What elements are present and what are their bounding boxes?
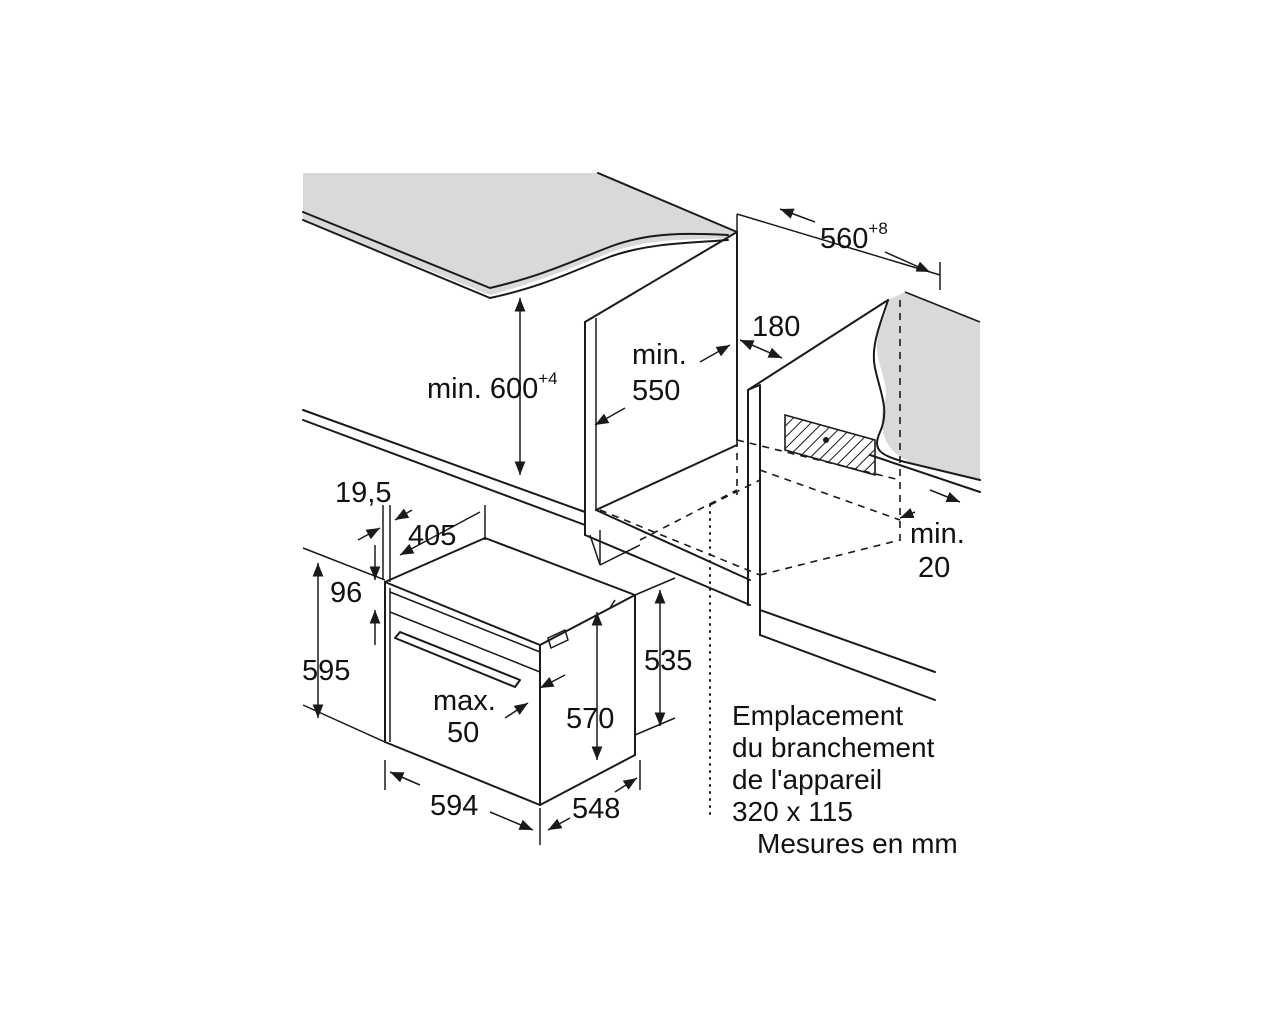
handle-max-label: max. [433,685,496,717]
connection-note-line3: de l'appareil [732,764,882,795]
floor-gap-label: min. [910,518,965,550]
worktop-right [869,291,981,493]
niche-cabinet [302,231,936,701]
niche-height-label: min. 600+4 [427,369,558,405]
total-height-label: 595 [302,655,350,687]
side-height-label: 535 [644,645,692,677]
connection-note-line1: Emplacement [732,700,903,731]
depth-min-label: min. [632,339,687,371]
dimension-lines [302,208,961,845]
top-offset-label: 96 [330,577,362,609]
total-width-label: 594 [430,790,478,822]
rear-gap-label: 180 [752,311,800,343]
oven [384,537,636,806]
units-note: Mesures en mm [757,828,958,859]
connection-size: 320 x 115 [732,796,853,827]
total-depth-label: 548 [572,793,620,825]
niche-width-label: 560+8 [820,219,888,255]
connection-box [784,413,876,477]
floor-gap-value: 20 [918,552,950,584]
depth-min-value: 550 [632,375,680,407]
handle-max-value: 50 [447,717,479,749]
worktop-left [302,172,738,299]
body-height-label: 570 [566,703,614,735]
top-depth-label: 405 [408,520,456,552]
front-panel-label: 19,5 [335,477,391,509]
connection-note-line2: du branchement [732,732,935,763]
